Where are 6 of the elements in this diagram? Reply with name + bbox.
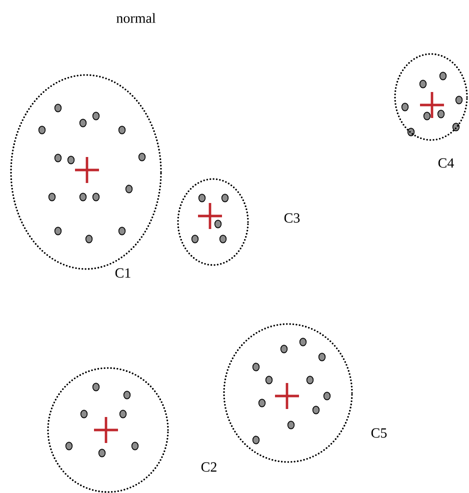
- cluster-label: C3: [284, 213, 300, 223]
- cluster-label: C2: [201, 462, 216, 472]
- cluster-label: C1: [115, 268, 130, 278]
- cluster-label: C4: [438, 158, 454, 168]
- cluster-label: C5: [371, 428, 387, 438]
- title: normal: [116, 13, 156, 23]
